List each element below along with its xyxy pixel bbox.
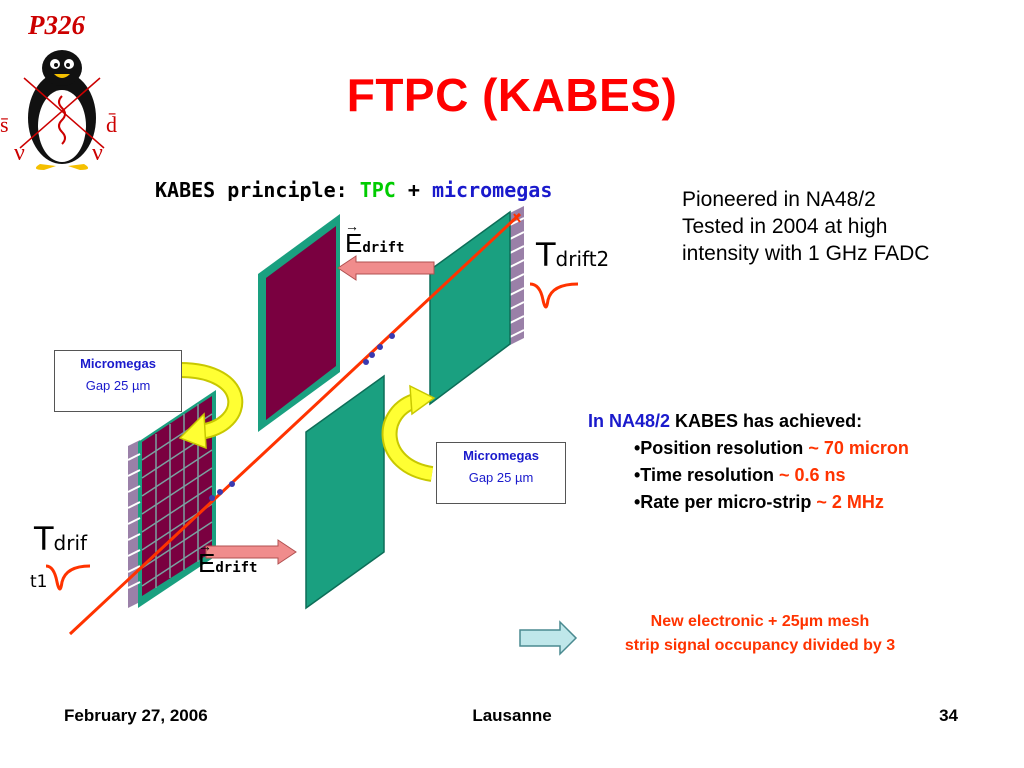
vector-arrow-icon: →: [345, 218, 359, 234]
t-letter: T: [34, 520, 54, 558]
yellow-curved-arrow-right: [381, 384, 436, 482]
signal-pulse-left: [45, 564, 91, 591]
micromegas-box-left: Micromegas Gap 25 µm: [54, 350, 182, 412]
yellow-curved-arrow-left: [178, 362, 244, 450]
achievement-item: •Time resolution ~ 0.6 ns: [588, 462, 909, 489]
t-letter: T: [536, 236, 556, 274]
achievement-label: •Rate per micro-strip: [634, 492, 817, 512]
e-drift-arrow-bottom: [205, 539, 297, 565]
principle-line: KABES principle: TPC + micromegas: [155, 178, 552, 202]
micromegas-title: Micromegas: [463, 448, 539, 463]
footer-page-number: 34: [939, 706, 958, 725]
back-right-teal-plane: [429, 210, 511, 406]
e-drift-arrow-top: [337, 255, 435, 281]
upgrade-note: New electronic + 25µm mesh strip signal …: [590, 610, 930, 658]
track-hits: [209, 333, 395, 501]
principle-prefix: KABES principle:: [155, 178, 360, 202]
achievement-label: •Position resolution: [634, 438, 809, 458]
achievement-label: •Time resolution: [634, 465, 779, 485]
pioneer-line: Tested in 2004 at high: [682, 215, 888, 238]
pioneer-line: Pioneered in NA48/2: [682, 188, 876, 211]
principle-tpc: TPC: [359, 178, 396, 202]
signal-pulse-right: [529, 282, 579, 309]
particle-track: [68, 212, 522, 636]
e-letter: E: [198, 548, 216, 578]
slide-title: FTPC (KABES): [346, 69, 678, 121]
pioneer-line: intensity with 1 GHz FADC: [682, 242, 930, 265]
t-drift1-sub-a: drif: [53, 531, 88, 555]
achievement-item: •Position resolution ~ 70 micron: [588, 435, 909, 462]
logo-label-nu-right: ν: [92, 140, 103, 166]
t-drift2-sub: drift2: [555, 247, 610, 271]
achievements-lead: KABES has achieved:: [670, 411, 863, 431]
front-right-teal-plane: [305, 374, 385, 610]
note-line-1: New electronic + 25µm mesh: [650, 613, 870, 630]
e-vector: →E: [198, 538, 216, 579]
micromegas-gap: Gap 25 µm: [85, 378, 151, 393]
footer-place: Lausanne: [472, 706, 552, 725]
e-drift-label-top: →Edrift: [345, 218, 405, 259]
e-vector: →E: [345, 218, 363, 259]
t-drift2-label: Tdrift2: [536, 236, 609, 274]
pioneer-text: Pioneered in NA48/2 Tested in 2004 at hi…: [682, 186, 929, 267]
vector-arrow-icon: →: [198, 538, 212, 554]
achievement-item: •Rate per micro-strip ~ 2 MHz: [588, 489, 909, 516]
t-drift1-label: Tdrif: [34, 520, 87, 558]
achievements: In NA48/2 KABES has achieved: •Position …: [588, 408, 909, 516]
micromegas-box-right: Micromegas Gap 25 µm: [436, 442, 566, 504]
principle-plus: +: [395, 178, 432, 202]
micromegas-title: Micromegas: [80, 356, 156, 371]
logo-label-d: d̄: [106, 112, 117, 137]
e-drift-sub: drift: [215, 560, 258, 576]
e-drift-label-bottom: →Edrift: [198, 538, 258, 579]
achievements-heading: In NA48/2 KABES has achieved:: [588, 408, 909, 435]
achievements-lead-blue: In NA48/2: [588, 411, 671, 431]
logo-text: P326: [28, 10, 85, 40]
achievement-value: ~ 0.6 ns: [779, 465, 846, 485]
penguin-logo: s̄ d̄ ν ν: [0, 50, 117, 170]
note-line-2: strip signal occupancy divided by 3: [624, 637, 896, 654]
penguin-icon: [19, 50, 105, 170]
signal-mark-top: [513, 213, 521, 223]
back-left-maroon-plane: [258, 214, 340, 432]
logo-label-nu-left: ν: [14, 140, 25, 166]
note-arrow: [519, 620, 578, 656]
logo-label-s: s̄: [0, 112, 9, 137]
e-drift-sub: drift: [362, 240, 405, 256]
achievement-value: ~ 2 MHz: [816, 492, 884, 512]
footer-date: February 27, 2006: [64, 706, 208, 725]
micromegas-gap: Gap 25 µm: [468, 470, 534, 485]
achievement-value: ~ 70 micron: [808, 438, 909, 458]
e-letter: E: [345, 228, 363, 258]
principle-micromegas: micromegas: [431, 178, 553, 202]
t-drift1-sub-b: t1: [30, 572, 48, 592]
